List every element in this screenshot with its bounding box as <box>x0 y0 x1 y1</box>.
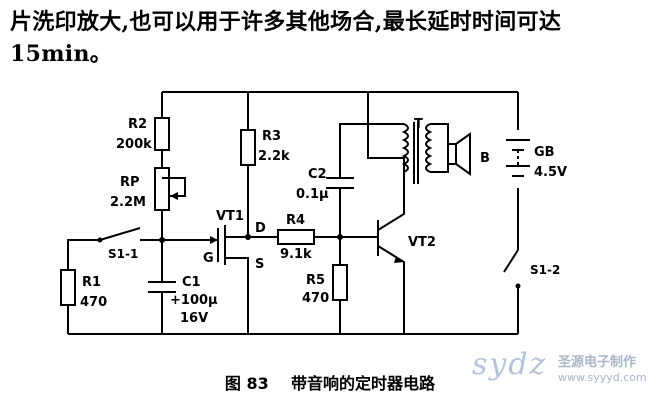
vt2-emitter-arrow <box>394 256 404 263</box>
vt2-legs <box>377 192 405 334</box>
t-secondary-coil <box>425 123 433 173</box>
watermark-name: 圣源电子制作 <box>558 355 637 370</box>
t-core <box>413 122 419 184</box>
c1-label: C1 <box>182 275 201 290</box>
r2-label: R2 <box>128 117 147 132</box>
r4-label: R4 <box>286 213 305 228</box>
r3-value: 2.2k <box>258 149 290 164</box>
r2-resistor <box>154 117 170 151</box>
s1-2-pivot <box>515 283 521 289</box>
c1-gap <box>150 283 174 291</box>
t-primary-wire <box>367 92 405 192</box>
vt1-gate-arrow <box>210 236 218 244</box>
intro-line-1: 片洗印放大,也可以用于许多其他场合,最长延时时间可达 <box>10 9 562 35</box>
c1-capacitor <box>148 281 176 293</box>
figure-caption: 图 83 带音响的定时器电路 <box>0 370 660 394</box>
watermark-logo: sydz <box>472 347 548 382</box>
r1-label: R1 <box>82 275 101 290</box>
c2-wire <box>339 123 404 237</box>
intro-line-2: 15min。 <box>10 41 113 67</box>
vt2-label: VT2 <box>408 235 436 250</box>
c1-value: +100μ <box>170 293 218 308</box>
rp-label: RP <box>120 175 140 190</box>
gb-label: GB <box>534 145 555 160</box>
t-label: T <box>414 117 423 132</box>
c2-label: C2 <box>308 167 327 182</box>
c2-capacitor <box>326 177 354 189</box>
r3-label: R3 <box>262 129 281 144</box>
rp-wiper-arrow <box>170 192 178 200</box>
drain-node <box>245 234 251 240</box>
watermark: sydz 圣源电子制作 www.syyyd.com <box>470 345 660 395</box>
r5-value: 470 <box>302 291 329 306</box>
r1-resistor <box>60 269 76 306</box>
t-primary-coil <box>401 123 409 173</box>
speaker-cone <box>455 132 471 176</box>
r3-resistor <box>240 129 256 166</box>
rp-value: 2.2M <box>110 195 146 210</box>
gate-node <box>159 237 165 243</box>
r5-label: R5 <box>306 273 325 288</box>
s1-1-switch-blade <box>99 227 141 241</box>
s1-2-switch <box>503 249 519 334</box>
c1-voltage: 16V <box>180 311 208 326</box>
s1-1-pivot <box>97 237 103 243</box>
vt1-label: VT1 <box>216 209 244 224</box>
figure-number: 图 83 <box>224 374 269 393</box>
gb-value: 4.5V <box>534 165 567 180</box>
vt1-source-wire <box>225 236 249 334</box>
watermark-url: www.syyyd.com <box>558 371 647 384</box>
c2-value: 0.1μ <box>296 187 329 202</box>
r1-value: 470 <box>80 295 107 310</box>
r4-value: 9.1k <box>280 247 312 262</box>
r5-resistor <box>332 264 348 301</box>
intro-text: 片洗印放大,也可以用于许多其他场合,最长延时时间可达 15min。 <box>10 6 650 70</box>
figure-title: 带音响的定时器电路 <box>291 374 436 393</box>
vt1-gate-label: G <box>203 251 214 266</box>
r2-value: 200k <box>116 137 152 152</box>
s1-1-label: S1-1 <box>108 247 138 261</box>
speaker-body <box>447 143 457 165</box>
speaker-label: B <box>480 151 490 166</box>
r1-wire <box>67 239 100 334</box>
t-secondary-wire <box>430 123 449 173</box>
rp-potentiometer <box>154 167 170 211</box>
s1-2-label: S1-2 <box>530 263 560 277</box>
vt1-source-label: S <box>255 257 264 272</box>
vt1-drain-label: D <box>255 221 266 236</box>
r4-resistor <box>277 229 315 245</box>
